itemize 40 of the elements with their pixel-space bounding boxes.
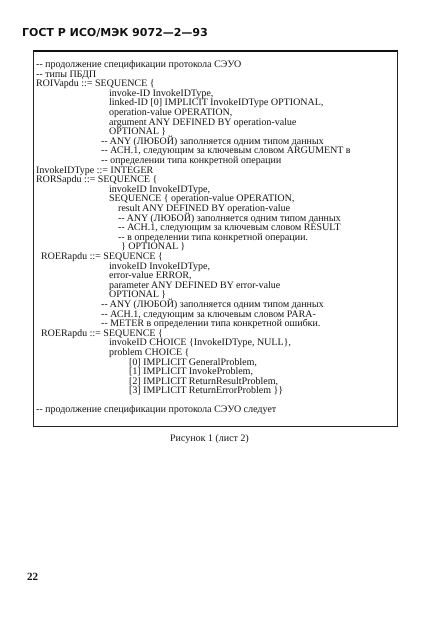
code-line: [2] IMPLICIT ReturnResultProblem, [129, 376, 278, 387]
code-line: [3] IMPLICIT ReturnErrorProblem }} [129, 386, 284, 396]
code-line: } OPTIONAL } [121, 242, 186, 252]
code-line: -- АСН.1, следующим за ключевым словом ARGUMENT в [101, 146, 350, 156]
code-line: problem CHOICE { [109, 348, 190, 358]
code-line: RORSapdu ::= SEQUENCE { [36, 175, 158, 186]
code-line: InvokeIDType ::= INTEGER [36, 166, 154, 176]
code-line: -- АСН.1, следующим за ключевым словом RESULT [118, 223, 341, 234]
code-line: -- в определении типа конкретной операции. [118, 232, 308, 243]
code-line: ROERapdu ::= SEQUENCE { [41, 328, 163, 339]
code-line: [0] IMPLICIT GeneralProblem, [129, 358, 257, 368]
code-line: -- ANY (ЛЮБОЙ) заполняется одним типом данных [101, 136, 324, 147]
code-line: result ANY DEFINED BY operation-value [118, 204, 290, 214]
code-line: linked-ID [0] IMPLICIT InvokeIDType OPTIONAL, [109, 98, 324, 108]
code-line: operation-value OPERATION, [109, 108, 232, 118]
code-line: argument ANY DEFINED BY operation-value [109, 118, 296, 128]
code-line: invokeID CHOICE {InvokeIDType, NULL}, [109, 338, 291, 348]
code-line: -- ANY (ЛЮБОЙ) заполняется одним типом данных [118, 214, 341, 224]
page-number: 22 [27, 572, 38, 583]
code-line: -- ANY (ЛЮБОЙ) заполняется одним типом данных [101, 300, 324, 310]
code-line: -- определении типа конкретной операции [101, 156, 282, 166]
code-line: parameter ANY DEFINED BY error-value [109, 280, 280, 291]
code-line: ROERapdu ::= SEQUENCE { [41, 252, 163, 262]
code-line: OPTIONAL } [109, 127, 166, 138]
code-line: -- METER в определении типа конкретной ошибки. [101, 319, 320, 330]
page-header: ГОСТ Р ИСО/МЭК 9072—2—93 [22, 27, 208, 38]
code-frame [33, 50, 398, 427]
code-line: ROIVapdu ::= SEQUENCE { [36, 79, 154, 90]
code-line: [1] IMPLICIT InvokeProblem, [129, 367, 253, 378]
code-line: error-value ERROR, [109, 271, 192, 282]
code-line: -- АСН.1, следующим за ключевым словом PARA- [101, 310, 316, 320]
code-line: invokeID InvokeIDType, [109, 262, 210, 272]
code-line: SEQUENCE { operation-value OPERATION, [109, 194, 294, 204]
figure-caption: Рисунок 1 (лист 2) [170, 434, 249, 444]
code-line: -- типы ПБДП [36, 70, 96, 80]
code-line: invoke-ID InvokeIDType, [109, 88, 214, 99]
code-line: OPTIONAL } [109, 290, 166, 300]
code-line: -- продолжение спецификации протокола СЭУО [36, 60, 242, 70]
code-line: -- продолжение спецификации протокола СЭУО следует [36, 405, 276, 415]
code-line: invokeID InvokeIDType, [109, 184, 210, 195]
